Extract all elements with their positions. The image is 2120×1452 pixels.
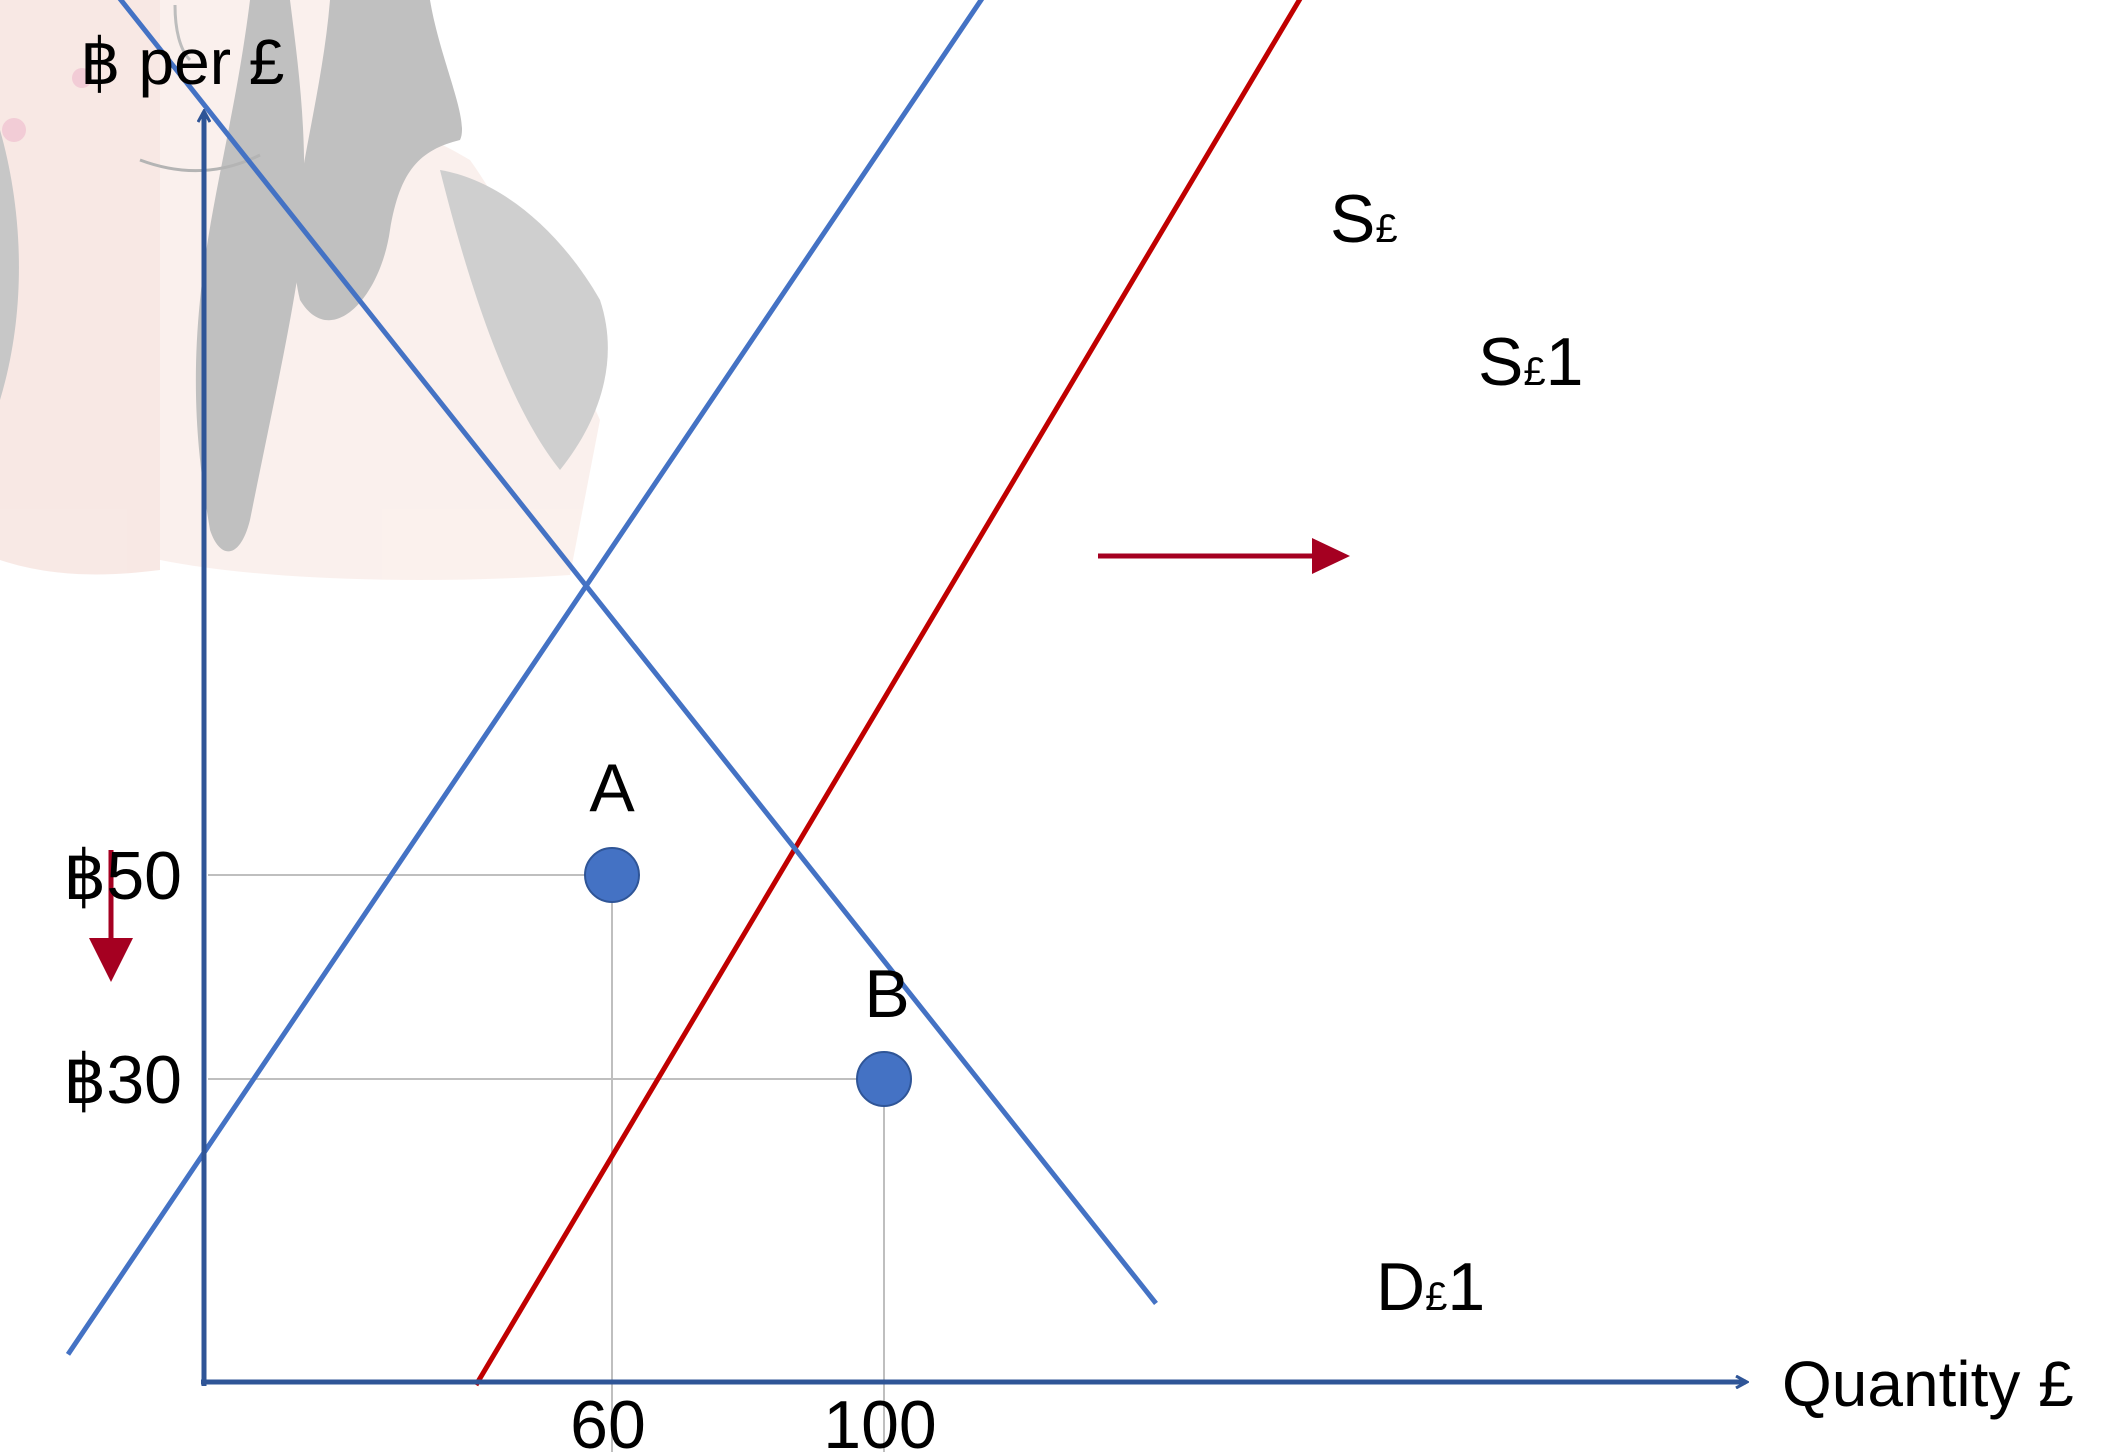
curve-sgbp (65, 0, 985, 1356)
y-tick-label: ฿30 (63, 1042, 182, 1118)
curves (65, 0, 1303, 1387)
point-label-b: B (864, 956, 909, 1032)
y-tick-label: ฿50 (63, 838, 182, 914)
curve-sgbp-label: S£ (1330, 181, 1398, 257)
series-labels: S£ S£1D£1 (1330, 181, 1583, 1325)
curve-dgbp1-label: D£1 (1376, 1249, 1485, 1325)
equilibrium-points: AB (584, 750, 912, 1107)
curve-sgbp1 (473, 0, 1303, 1387)
price-fall-arrow (89, 850, 133, 982)
guide-lines (208, 874, 885, 1452)
supply-shift-arrow (1098, 538, 1350, 574)
background-illustration (0, 0, 608, 580)
curve-sgbp1-label: S£1 (1478, 324, 1583, 400)
x-axis-label: Quantity £ (1782, 1348, 2074, 1420)
curve-dgbp1 (117, 0, 1158, 1305)
point-a (584, 847, 640, 903)
point-b (856, 1051, 912, 1107)
y-axis-label: ฿ per £ (80, 26, 284, 98)
x-tick-label: 100 (823, 1387, 936, 1452)
tick-labels: 60 100 ฿50 ฿30 (63, 838, 937, 1452)
x-tick-label: 60 (570, 1387, 646, 1452)
point-label-a: A (589, 750, 635, 826)
